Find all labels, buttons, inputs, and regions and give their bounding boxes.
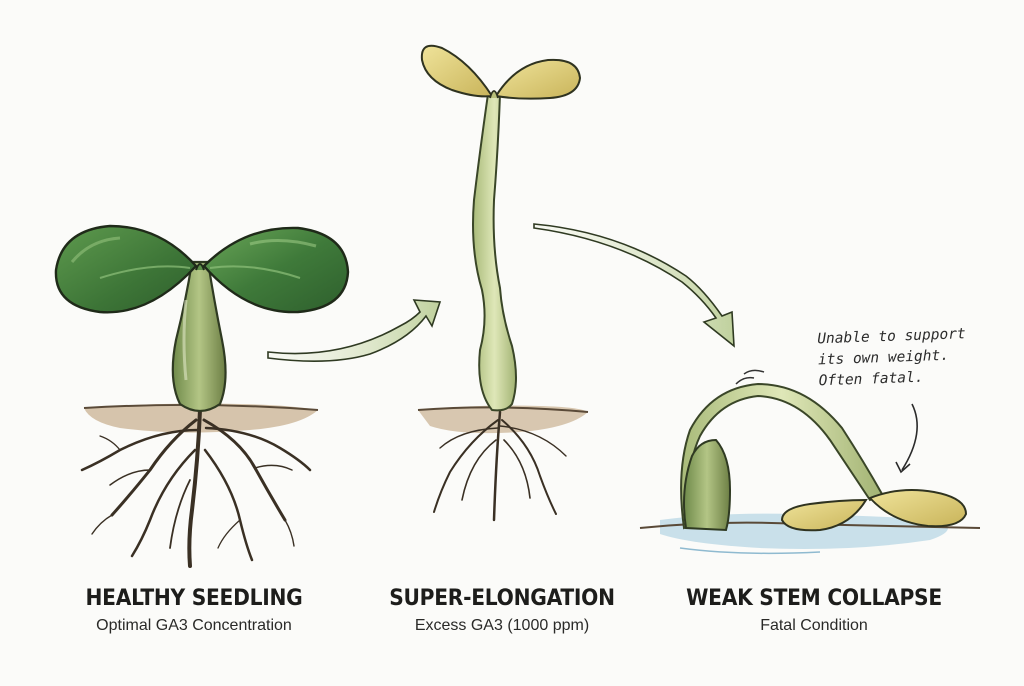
stem-elongated xyxy=(472,93,517,412)
stem-collapsed xyxy=(680,382,884,530)
panel-subtitle-elongation: Excess GA3 (1000 ppm) xyxy=(414,617,590,634)
leaf-left-collapsed xyxy=(780,498,868,532)
roots-healthy xyxy=(80,408,312,568)
panel-title-elongation: SUPER-ELONGATION xyxy=(389,586,615,611)
roots-elongation xyxy=(433,410,567,522)
stem-base-collapsed xyxy=(683,438,732,532)
annotation-note: Unable to support its own weight. Often … xyxy=(817,323,1009,393)
arrow-healthy-to-elongation xyxy=(267,299,442,362)
panel-subtitle-healthy: Optimal GA3 Concentration xyxy=(96,617,292,634)
soil-elongation xyxy=(418,405,588,434)
panel-title-healthy: HEALTHY SEEDLING xyxy=(85,586,303,611)
caption-healthy: HEALTHY SEEDLING Optimal GA3 Concentrati… xyxy=(34,586,354,635)
caption-elongation: SUPER-ELONGATION Excess GA3 (1000 ppm) xyxy=(342,586,662,635)
leaf-left-healthy xyxy=(54,224,198,314)
stem-healthy xyxy=(171,260,227,413)
collapsed-seedling xyxy=(639,369,981,555)
leaf-left-elongated xyxy=(420,44,494,98)
leaf-right-elongated xyxy=(494,58,582,100)
panel-subtitle-collapse: Fatal Condition xyxy=(760,617,868,634)
leaf-right-collapsed xyxy=(868,489,968,528)
panel-title-collapse: WEAK STEM COLLAPSE xyxy=(686,586,942,611)
healthy-seedling xyxy=(54,224,350,568)
caption-collapse: WEAK STEM COLLAPSE Fatal Condition xyxy=(654,586,974,635)
leaf-right-healthy xyxy=(202,226,350,314)
annotation-pointer xyxy=(901,403,918,471)
arrow-elongation-to-collapse xyxy=(533,223,735,348)
elongated-seedling xyxy=(417,44,589,522)
